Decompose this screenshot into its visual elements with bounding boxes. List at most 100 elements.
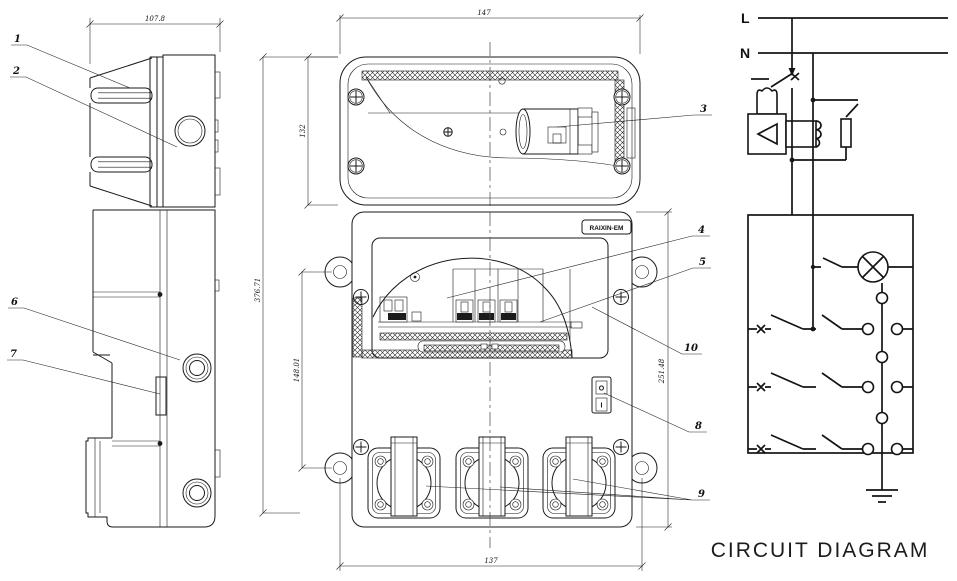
callout-4: 4 bbox=[698, 225, 705, 236]
rcd-body bbox=[747, 113, 787, 155]
rcd-breaker-block bbox=[747, 87, 822, 155]
knockout-circle bbox=[177, 118, 203, 144]
side-view-body bbox=[85, 209, 221, 528]
socket-cover bbox=[478, 436, 506, 517]
callout-9: 9 bbox=[698, 489, 705, 500]
terminal-circle bbox=[861, 322, 875, 336]
side-clip bbox=[214, 119, 219, 133]
knockout-circle bbox=[174, 115, 206, 147]
terminal-circle bbox=[875, 291, 889, 305]
cable-gland bbox=[85, 437, 112, 521]
fuse-lamp-symbol bbox=[756, 87, 778, 115]
socket-cover bbox=[565, 436, 593, 517]
side-view-upper-box bbox=[162, 54, 221, 208]
dimension-lid-width: 147 bbox=[336, 9, 644, 54]
circuit-diagram: L N bbox=[711, 10, 948, 562]
mounting-hole bbox=[635, 265, 649, 279]
coil-scallops bbox=[815, 120, 822, 148]
hinge-bar bbox=[90, 156, 153, 173]
switch-on-label: I bbox=[601, 403, 603, 410]
mounting-hole bbox=[333, 265, 347, 279]
side-clip bbox=[214, 449, 221, 478]
leader-line bbox=[603, 392, 707, 433]
dimension-hole-spacing-vertical: 148.01 bbox=[293, 268, 332, 472]
neutral-label: N bbox=[740, 45, 750, 61]
cutaway-curve bbox=[365, 76, 618, 167]
callout-2: 2 bbox=[12, 66, 20, 77]
leader-line bbox=[446, 235, 710, 299]
main-breaker bbox=[379, 296, 408, 323]
phillips-screw bbox=[347, 157, 365, 175]
circuit-diagram-caption: CIRCUIT DIAGRAM bbox=[711, 539, 930, 562]
x-mark bbox=[790, 72, 800, 81]
vent-hole bbox=[499, 128, 507, 136]
test-resistor bbox=[840, 118, 852, 148]
side-view bbox=[85, 54, 221, 528]
enclosure-outline bbox=[747, 214, 914, 454]
dimension-text: 107.8 bbox=[145, 15, 166, 23]
phillips-screw bbox=[613, 289, 629, 305]
test-triangle-icon bbox=[756, 122, 778, 146]
leader-line bbox=[425, 478, 710, 501]
circuit-breaker bbox=[499, 299, 518, 323]
leader-line bbox=[11, 44, 131, 89]
phillips-screw bbox=[353, 439, 369, 455]
callout-1: 1 bbox=[14, 34, 21, 45]
leader-line bbox=[556, 114, 712, 128]
socket-row bbox=[748, 434, 913, 456]
test-branch bbox=[792, 99, 859, 161]
din-rail bbox=[378, 321, 572, 328]
socket-cover bbox=[390, 436, 418, 517]
gasket-strip bbox=[352, 297, 363, 358]
dimension-lid-height: 132 bbox=[299, 53, 338, 209]
dimensions: 107.8 147 132 376.71 148.01 bbox=[86, 9, 672, 571]
latch bbox=[155, 376, 167, 416]
callout-8: 8 bbox=[695, 421, 702, 432]
side-clip bbox=[214, 279, 220, 292]
phillips-screw bbox=[613, 88, 631, 106]
lamp-branch bbox=[813, 251, 913, 283]
socket bbox=[367, 436, 441, 519]
circuit-breaker bbox=[477, 299, 496, 323]
sensing-coil bbox=[785, 120, 817, 148]
lid-inside-view bbox=[339, 42, 641, 210]
lamp-holder bbox=[515, 107, 599, 155]
terminal-block bbox=[411, 311, 422, 322]
phillips-screw bbox=[613, 157, 631, 175]
leader-line bbox=[591, 306, 702, 355]
side-clip bbox=[214, 167, 221, 196]
dimension-hole-spacing-horizontal: 137 bbox=[336, 478, 646, 571]
cutaway-arc bbox=[372, 257, 573, 359]
leader-line bbox=[7, 359, 161, 395]
terminal-circle bbox=[890, 442, 904, 456]
live-label: L bbox=[741, 10, 750, 26]
callout-5: 5 bbox=[699, 257, 706, 268]
vent-hole bbox=[498, 77, 506, 85]
earth-bus bbox=[866, 283, 898, 503]
breaker-compartment bbox=[352, 257, 583, 359]
side-clip bbox=[214, 139, 219, 153]
phillips-screw bbox=[613, 439, 629, 455]
dimension-text: 376.71 bbox=[254, 278, 262, 303]
dimension-text: 147 bbox=[477, 9, 491, 17]
side-clip bbox=[214, 71, 221, 99]
leader-line bbox=[8, 307, 181, 361]
brand-plate: RAIXIN-EM bbox=[581, 219, 632, 235]
callouts: 1 2 3 4 5 6 7 8 9 10 bbox=[7, 34, 712, 501]
front-view: RAIXIN-EM bbox=[324, 211, 658, 548]
callout-7: 7 bbox=[10, 349, 17, 360]
callout-10: 10 bbox=[684, 343, 698, 354]
dimension-text: 132 bbox=[299, 124, 307, 138]
socket bbox=[542, 436, 616, 519]
terminal-circle bbox=[890, 380, 904, 394]
hinge-slot bbox=[626, 107, 636, 159]
knockout-circle bbox=[182, 478, 212, 508]
callout-6: 6 bbox=[11, 297, 18, 308]
side-view-lid-profile bbox=[89, 56, 163, 208]
breaker-switch-blade bbox=[751, 72, 794, 88]
terminal-circle bbox=[861, 442, 875, 456]
terminal-circle bbox=[861, 380, 875, 394]
terminal-circle bbox=[875, 350, 889, 364]
dimension-side-depth: 107.8 bbox=[86, 15, 224, 64]
